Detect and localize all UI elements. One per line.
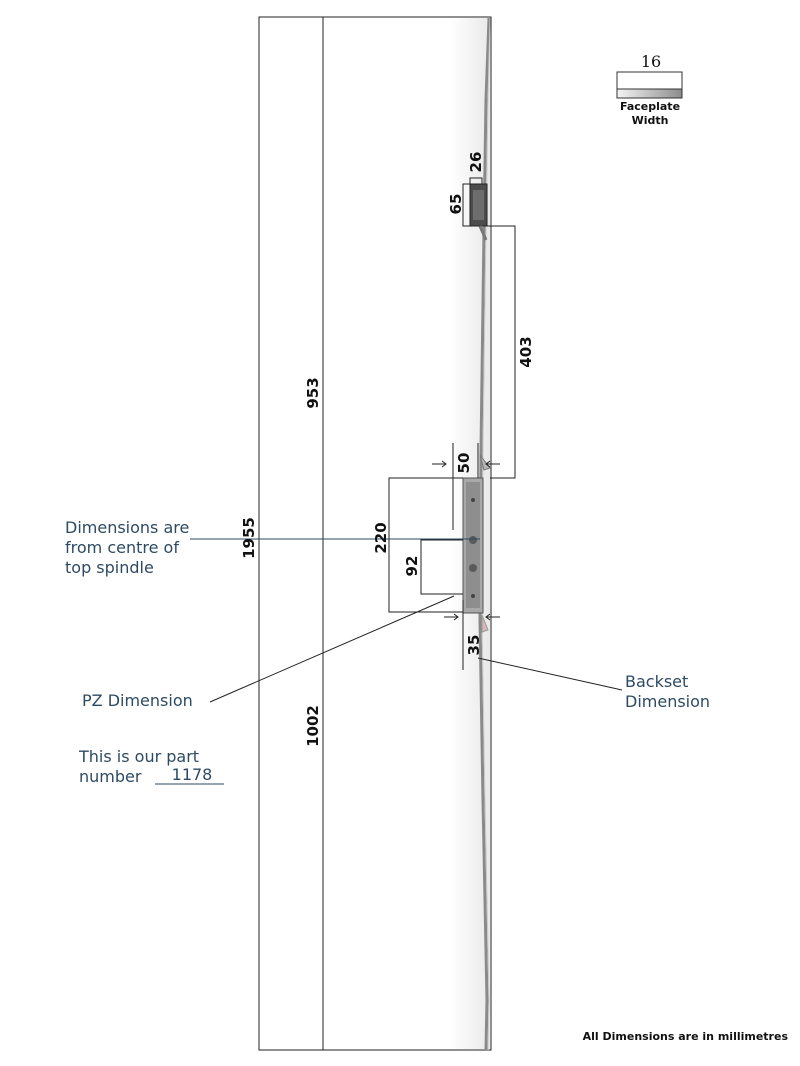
arrow-35-left-head: [453, 613, 459, 621]
backset-note-line2: Dimension: [625, 692, 710, 711]
arrow-50-right-head: [485, 460, 491, 468]
faceplate-sample-edge: [616, 88, 683, 99]
case-screw-top: [471, 498, 475, 502]
dim-953-label: 953: [304, 377, 322, 408]
part-note-line2: number: [79, 767, 142, 786]
latch-bolt: [479, 454, 491, 471]
arrow-50-left-head: [441, 460, 447, 468]
faceplate-sample-top: [616, 71, 683, 90]
dim-1955-label: 1955: [240, 517, 258, 559]
dim-65-line: [462, 183, 470, 227]
lower-roller: [481, 614, 489, 633]
gearbox-case-plate: [466, 482, 480, 608]
dim-220-line: [388, 477, 463, 613]
dim-35-label: 35: [465, 635, 483, 656]
pz-dimension-note: PZ Dimension: [82, 691, 193, 710]
dim-403-label: 403: [517, 336, 535, 367]
part-note-line1: This is our part: [78, 747, 199, 766]
dim-65-label: 65: [447, 194, 465, 215]
dim-50-label: 50: [455, 453, 473, 474]
door-outline: [258, 16, 492, 1051]
top-keep-inner: [473, 190, 484, 220]
dim-92-label: 92: [403, 556, 421, 577]
units-footer: All Dimensions are in millimetres: [583, 1030, 789, 1043]
faceplate-label-line2: Width: [632, 114, 669, 127]
top-keep-link: [478, 225, 488, 241]
backset-note-line1: Backset: [625, 672, 688, 691]
case-screw-bottom: [471, 594, 475, 598]
faceplate-label-line1: Faceplate: [620, 100, 680, 113]
part-number-value: 1178: [172, 765, 213, 784]
backset-leader-line: [477, 657, 623, 691]
faceplate-width-value: 16: [641, 52, 661, 71]
pz-leader-line: [209, 595, 455, 703]
dim-1002-label: 1002: [304, 705, 322, 747]
dim-26-label: 26: [467, 152, 485, 173]
spindle-note-line1: Dimensions are: [65, 518, 189, 537]
dim-220-label: 220: [372, 522, 390, 553]
spindle-hole: [469, 536, 477, 544]
arrow-35-right-head: [485, 613, 491, 621]
spindle-note-line3: top spindle: [65, 558, 154, 577]
dim-92-line: [420, 539, 463, 595]
cylinder-hole: [469, 564, 477, 572]
spindle-note-line2: from centre of: [65, 538, 179, 557]
dim-403-line: [482, 225, 516, 479]
